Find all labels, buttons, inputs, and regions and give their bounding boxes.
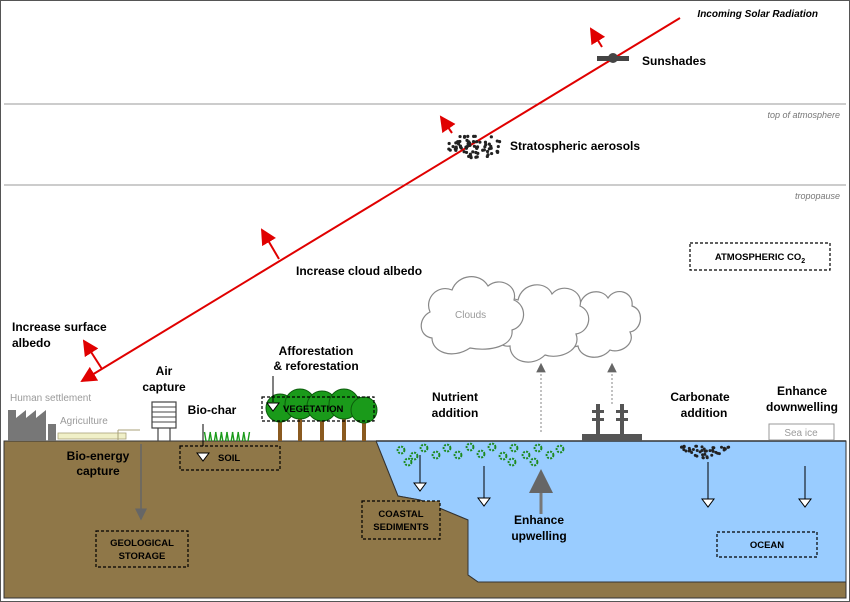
- soil-label: SOIL: [218, 453, 240, 464]
- factory-icon: [8, 410, 56, 441]
- coastal-sediments-box: COASTAL SEDIMENTS: [361, 500, 441, 540]
- aerosol-reflection-arrow: [439, 115, 456, 134]
- carbon-sink-arrows: [413, 455, 812, 508]
- sea-ice-box: Sea ice: [768, 423, 835, 441]
- air-capture-tower-icon: [151, 401, 177, 441]
- tropopause-label: tropopause: [795, 191, 840, 201]
- human-settlement-label: Human settlement: [10, 393, 91, 404]
- afforestation-label-1: Afforestation: [279, 344, 354, 358]
- air-capture-label-2: capture: [142, 380, 186, 394]
- soil-box: SOIL: [179, 445, 281, 471]
- vegetation-box: VEGETATION: [261, 396, 375, 422]
- bio-char-label: Bio-char: [188, 403, 237, 417]
- nutrient-addition-label-2: addition: [432, 406, 479, 420]
- clouds-label: Clouds: [455, 310, 486, 321]
- geological-storage-label-2: STORAGE: [119, 551, 166, 562]
- soil-sink-icon: [196, 452, 210, 462]
- ocean-platform-icon: [582, 404, 642, 441]
- enhance-upwelling-label-1: Enhance: [514, 513, 564, 527]
- aerosol-dots-icon: [447, 134, 502, 160]
- atmospheric-co2-box: ATMOSPHERIC CO2: [689, 242, 831, 271]
- vegetation-sink-icon: [266, 402, 280, 412]
- svg-text:ATMOSPHERIC CO2: ATMOSPHERIC CO2: [715, 252, 805, 265]
- enhance-downwelling-label-1: Enhance: [777, 384, 827, 398]
- sunshade-icon: [597, 53, 629, 63]
- geological-storage-box: GEOLOGICAL STORAGE: [95, 530, 189, 568]
- biochar-grass-icon: [203, 431, 251, 442]
- vegetation-label: VEGETATION: [283, 404, 343, 415]
- agriculture-label: Agriculture: [60, 416, 108, 427]
- carbonate-addition-label-1: Carbonate: [670, 390, 730, 404]
- top-of-atmosphere-label: top of atmosphere: [767, 110, 840, 120]
- coastal-sediments-label-2: SEDIMENTS: [373, 522, 428, 533]
- surface-albedo-label-1: Increase surface: [12, 320, 107, 334]
- atmospheric-co2-label: ATMOSPHERIC CO: [715, 252, 801, 263]
- ocean-label: OCEAN: [750, 540, 784, 551]
- sunshade-reflection-arrow: [589, 27, 606, 48]
- upwelling-to-cloud-arrows: [536, 362, 617, 432]
- incoming-solar-radiation-label: Incoming Solar Radiation: [697, 9, 818, 20]
- clouds-icon: [420, 276, 641, 363]
- geological-storage-label-1: GEOLOGICAL: [110, 538, 174, 549]
- solar-radiation-beam: [80, 17, 681, 383]
- ocean-box: OCEAN: [716, 531, 818, 558]
- sea-ice-label: Sea ice: [784, 428, 818, 439]
- carbonate-dots-icon: [679, 444, 731, 460]
- cloud-reflection-arrow: [260, 228, 280, 260]
- coastal-sediments-label-1: COASTAL: [378, 509, 423, 520]
- sunshades-label: Sunshades: [642, 54, 706, 68]
- carbonate-addition-label-2: addition: [681, 406, 728, 420]
- surface-albedo-label-2: albedo: [12, 336, 51, 350]
- cloud-albedo-label: Increase cloud albedo: [296, 264, 422, 278]
- nutrient-addition-label-1: Nutrient: [432, 390, 478, 404]
- stratospheric-aerosols-label: Stratospheric aerosols: [510, 139, 640, 153]
- nutrient-particles-icon: [396, 442, 565, 467]
- agriculture-field-icon: [57, 429, 140, 441]
- bio-energy-label-1: Bio-energy: [67, 449, 130, 463]
- trees-icon: [265, 388, 378, 441]
- co2-subscript: 2: [801, 258, 805, 265]
- enhance-upwelling-label-2: upwelling: [511, 529, 566, 543]
- afforestation-label-2: & reforestation: [273, 359, 358, 373]
- enhance-downwelling-label-2: downwelling: [766, 400, 838, 414]
- air-capture-label-1: Air: [156, 364, 173, 378]
- surface-reflection-arrow: [82, 339, 103, 370]
- bio-energy-label-2: capture: [76, 464, 120, 478]
